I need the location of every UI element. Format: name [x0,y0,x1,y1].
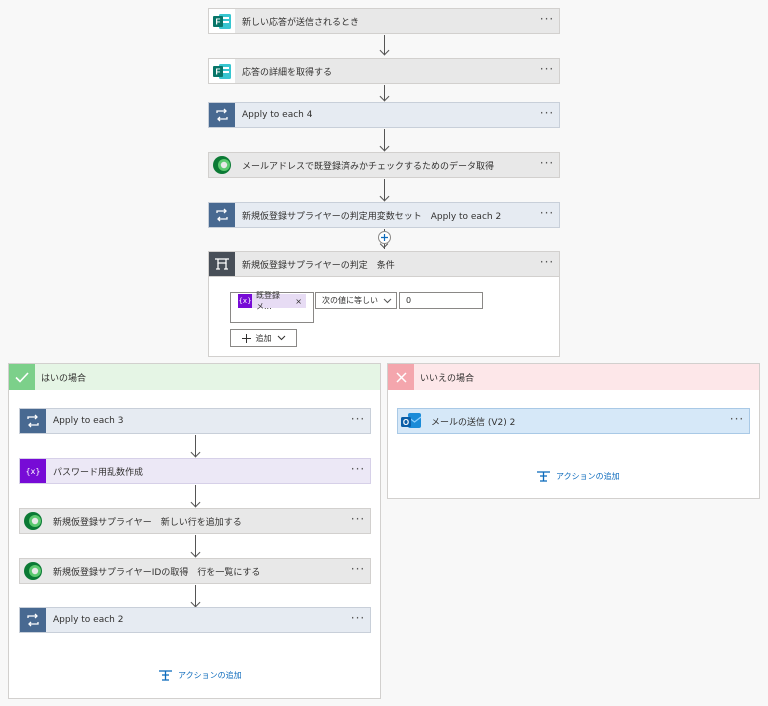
flow-step-label: 新しい応答が送信されるとき [242,17,360,28]
connector-arrow [190,447,201,458]
add-action-link[interactable]: アクションの追加 [537,471,620,482]
flow-step-apply-to-each-4[interactable]: Apply to each 4 ··· [208,102,560,128]
add-condition-button[interactable]: 追加 [230,329,297,347]
connector-line [384,179,385,201]
connector-arrow [190,497,201,508]
flow-step-label: Apply to each 4 [242,110,313,120]
forms-icon: F [209,59,235,83]
flow-step-label: メールアドレスで既登録済みかチェックするためのデータ取得 [242,161,495,172]
flow-step-label: 新規仮登録サプライヤー 新しい行を追加する [53,517,242,528]
more-options-icon[interactable]: ··· [539,106,555,120]
more-options-icon[interactable]: ··· [539,62,555,76]
more-options-icon[interactable]: ··· [350,512,366,526]
connector-line [195,485,196,506]
yes-branch-header[interactable]: はいの場合 [9,364,380,390]
svg-text:F: F [216,18,221,27]
connector-line [384,35,385,55]
dataverse-icon [209,153,235,177]
loop-icon [20,608,46,632]
branch-step-apply-to-each-3[interactable]: Apply to each 3 ··· [19,408,371,434]
connector-arrow [190,547,201,558]
add-action-icon [537,471,550,482]
flow-step-label: Apply to each 2 [53,615,124,625]
more-options-icon[interactable]: ··· [350,462,366,476]
branch-step-password-random[interactable]: {x} パスワード用乱数作成 ··· [19,458,371,484]
flow-step-variable-set[interactable]: 新規仮登録サプライヤーの判定用変数セット Apply to each 2 ··· [208,202,560,228]
flow-step-label: メールの送信 (V2) 2 [431,417,516,428]
variable-icon: {x} [238,294,252,308]
svg-text:F: F [216,68,221,77]
token-remove-icon[interactable]: × [295,296,302,306]
flow-step-get-response[interactable]: F 応答の詳細を取得する ··· [208,58,560,84]
add-action-icon [159,670,172,681]
plus-icon [241,333,251,343]
token-label: 既登録メ... [256,291,280,311]
more-options-icon[interactable]: ··· [350,562,366,576]
connector-line [195,585,196,606]
loop-icon [20,409,46,433]
flow-step-get-data[interactable]: メールアドレスで既登録済みかチェックするためのデータ取得 ··· [208,152,560,178]
yes-branch: はいの場合 Apply to each 3 ··· {x} パスワード用乱数作成… [8,363,381,699]
connector-line [195,435,196,456]
connector-arrow [379,141,390,152]
connector-line [384,129,385,151]
condition-operator-select[interactable]: 次の値に等しい [315,292,397,309]
variable-icon: {x} [20,459,46,483]
chevron-down-icon [383,298,392,303]
branch-step-list-rows[interactable]: 新規仮登録サプライヤーIDの取得 行を一覧にする ··· [19,558,371,584]
forms-icon: F [209,9,235,33]
no-branch-title: いいえの場合 [420,373,475,384]
connector-arrow [190,597,201,608]
yes-branch-title: はいの場合 [41,373,87,384]
flow-step-label: パスワード用乱数作成 [53,467,144,478]
dynamic-content-token[interactable]: {x} 既登録メ... × [238,291,306,311]
dataverse-icon [20,509,46,533]
more-options-icon[interactable]: ··· [539,206,555,220]
condition-header[interactable]: 新規仮登録サプライヤーの判定 条件 ··· [208,251,560,277]
flow-step-label: 新規仮登録サプライヤーIDの取得 行を一覧にする [53,567,261,578]
flow-step-label: 応答の詳細を取得する [242,67,333,78]
more-options-icon[interactable]: ··· [539,255,555,269]
more-options-icon[interactable]: ··· [539,156,555,170]
connector-line [384,85,385,101]
branch-step-add-row[interactable]: 新規仮登録サプライヤー 新しい行を追加する ··· [19,508,371,534]
more-options-icon[interactable]: ··· [350,611,366,625]
svg-text:O: O [403,418,409,427]
more-options-icon[interactable]: ··· [350,412,366,426]
outlook-icon: O [398,409,424,433]
more-options-icon[interactable]: ··· [539,12,555,26]
condition-value-input[interactable]: 0 [399,292,483,309]
loop-icon [209,103,235,127]
insert-step-plus-icon[interactable] [378,231,391,244]
connector-arrow [379,45,390,56]
more-options-icon[interactable]: ··· [729,412,745,426]
connector-arrow [379,91,390,102]
dataverse-icon [20,559,46,583]
branch-step-apply-to-each-2[interactable]: Apply to each 2 ··· [19,607,371,633]
add-action-link[interactable]: アクションの追加 [159,670,242,681]
chevron-down-icon [277,335,285,341]
close-icon [388,364,414,390]
loop-icon [209,203,235,227]
no-branch: いいえの場合 O メールの送信 (V2) 2 ··· アクションの追加 [387,363,760,499]
no-branch-header[interactable]: いいえの場合 [388,364,759,390]
connector-arrow [379,191,390,202]
condition-title: 新規仮登録サプライヤーの判定 条件 [242,260,395,271]
flow-step-label: Apply to each 3 [53,416,124,426]
check-icon [9,364,35,390]
connector-line [195,535,196,556]
flow-step-trigger[interactable]: F 新しい応答が送信されるとき ··· [208,8,560,34]
condition-icon [209,252,235,276]
flow-step-label: 新規仮登録サプライヤーの判定用変数セット Apply to each 2 [242,211,502,222]
condition-block: 新規仮登録サプライヤーの判定 条件 ··· {x} 既登録メ... × 次の値に… [208,251,560,357]
branch-step-send-email[interactable]: O メールの送信 (V2) 2 ··· [397,408,750,434]
